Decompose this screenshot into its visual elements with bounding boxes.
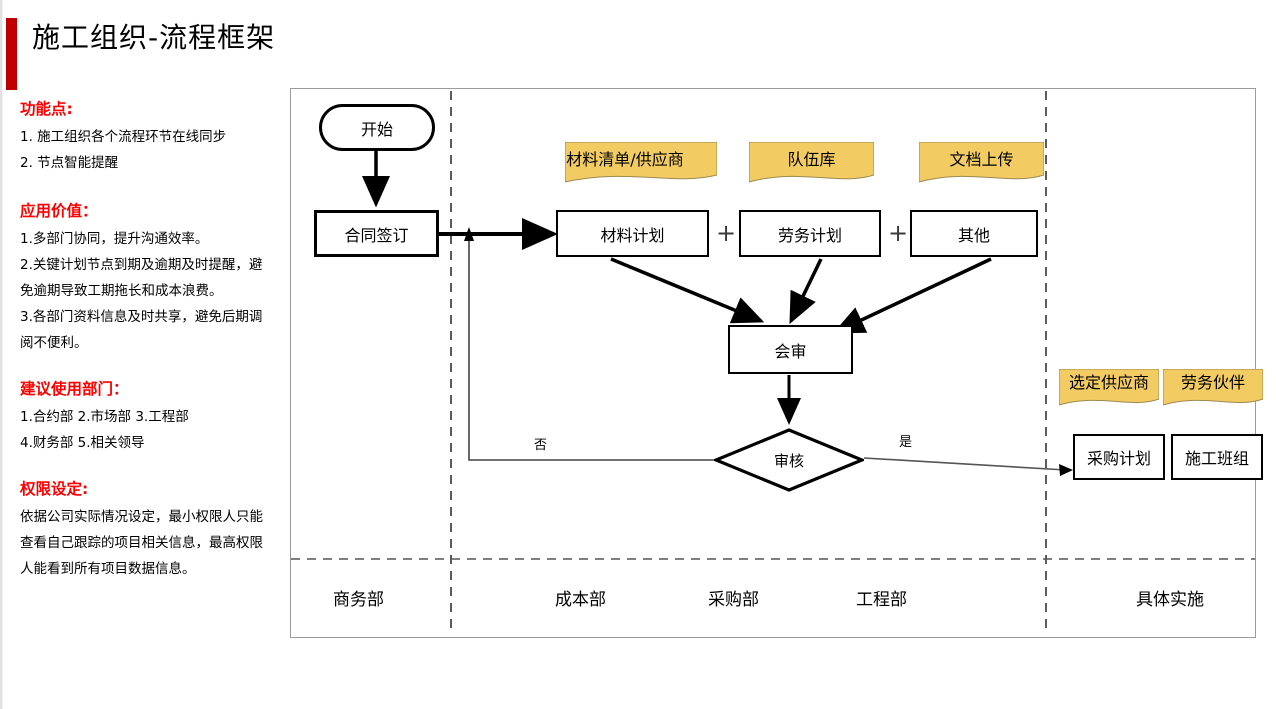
flowchart-canvas: 开始 合同签订 材料计划 劳务计划 其他 会审 审核 采购计划 施工班组 材料清… — [290, 88, 1263, 638]
info-line: 阅不便利。 — [20, 335, 88, 351]
page-title: 施工组织-流程框架 — [32, 21, 276, 54]
node-approval-label: 审核 — [773, 451, 804, 470]
note-labor-partner[interactable]: 劳务伙伴 — [1163, 369, 1263, 409]
info-line: 依据公司实际情况设定，最小权限人只能 — [20, 509, 263, 525]
edge-label-no: 否 — [534, 438, 548, 453]
info-line: 1.多部门协同，提升沟通效率。 — [20, 231, 209, 247]
page-left-edge-inner — [2, 0, 3, 709]
lane-caption-engineering: 工程部 — [856, 590, 907, 610]
note-doc-upload-label: 文档上传 — [949, 150, 1014, 169]
info-section-departments: 建议使用部门： 1.合约部 2.市场部 3.工程部 4.财务部 5.相关领导 — [20, 376, 292, 456]
edge-label-yes: 是 — [899, 435, 913, 450]
plus-sign-1: + — [716, 219, 737, 247]
edge-labor-to-review — [789, 258, 823, 325]
node-start[interactable]: 开始 — [319, 104, 435, 151]
edge-no-loop — [468, 239, 789, 461]
node-joint-review[interactable]: 会审 — [728, 325, 853, 374]
node-construction-team[interactable]: 施工班组 — [1171, 434, 1263, 480]
info-heading-value: 应用价值： — [20, 202, 98, 220]
info-line: 2. 节点智能提醒 — [20, 155, 119, 171]
info-line: 4.财务部 5.相关领导 — [20, 435, 145, 451]
node-labor-plan[interactable]: 劳务计划 — [739, 210, 881, 257]
lane-caption-purchasing: 采购部 — [708, 590, 759, 610]
note-team-library[interactable]: 队伍库 — [749, 142, 874, 186]
info-line: 3.各部门资料信息及时共享，避免后期调 — [20, 309, 263, 325]
node-approval-decision[interactable]: 审核 — [711, 428, 867, 492]
info-line: 查看自己跟踪的项目相关信息，最高权限 — [20, 535, 263, 551]
plus-sign-2: + — [888, 219, 909, 247]
info-line: 人能看到所有项目数据信息。 — [20, 561, 196, 577]
edge-other-to-review — [832, 257, 992, 334]
note-selected-supplier[interactable]: 选定供应商 — [1059, 369, 1159, 409]
info-line: 1.合约部 2.市场部 3.工程部 — [20, 409, 189, 425]
node-other-plan[interactable]: 其他 — [910, 210, 1038, 257]
info-heading-features: 功能点: — [20, 100, 73, 118]
info-section-permissions: 权限设定: 依据公司实际情况设定，最小权限人只能 查看自己跟踪的项目相关信息，最… — [20, 476, 292, 582]
info-section-features: 功能点: 1. 施工组织各个流程环节在线同步 2. 节点智能提醒 — [20, 96, 292, 176]
note-material-list-label: 材料清单/供应商 — [566, 150, 684, 169]
note-team-library-label: 队伍库 — [787, 150, 836, 169]
note-shape — [1163, 369, 1263, 406]
note-shape — [1059, 369, 1159, 406]
edge-no-loop-arrowhead — [464, 227, 474, 241]
info-column: 功能点: 1. 施工组织各个流程环节在线同步 2. 节点智能提醒 应用价值： 1… — [20, 96, 292, 588]
note-doc-upload[interactable]: 文档上传 — [919, 142, 1044, 186]
info-heading-departments: 建议使用部门： — [20, 380, 129, 398]
note-shape — [919, 142, 1044, 183]
lane-caption-cost: 成本部 — [555, 590, 606, 610]
note-shape — [749, 142, 874, 183]
info-line: 1. 施工组织各个流程环节在线同步 — [20, 129, 227, 145]
diamond-shape — [711, 428, 867, 492]
note-shape — [565, 142, 717, 183]
edge-material-to-review — [610, 257, 765, 324]
info-line: 免逾期导致工期拖长和成本浪费。 — [20, 283, 223, 299]
page-left-edge — [0, 0, 2, 709]
lane-caption-implementation: 具体实施 — [1136, 590, 1204, 610]
node-material-plan[interactable]: 材料计划 — [556, 210, 709, 257]
info-section-value: 应用价值： 1.多部门协同，提升沟通效率。 2.关键计划节点到期及逾期及时提醒，… — [20, 198, 292, 356]
note-selected-supplier-label: 选定供应商 — [1068, 373, 1149, 392]
edge-yes-arrowhead — [1059, 464, 1073, 476]
note-labor-partner-label: 劳务伙伴 — [1180, 373, 1245, 392]
info-line: 2.关键计划节点到期及逾期及时提醒，避 — [20, 257, 263, 273]
note-material-list[interactable]: 材料清单/供应商 — [565, 142, 717, 186]
node-contract-signing[interactable]: 合同签订 — [314, 210, 439, 257]
edge-yes-to-purchase — [863, 457, 1067, 471]
node-purchase-plan[interactable]: 采购计划 — [1073, 434, 1165, 480]
info-heading-permissions: 权限设定: — [20, 480, 89, 498]
flowchart-connector-layer — [291, 91, 1255, 635]
lane-caption-business: 商务部 — [333, 590, 384, 610]
title-accent-bar — [6, 18, 17, 90]
